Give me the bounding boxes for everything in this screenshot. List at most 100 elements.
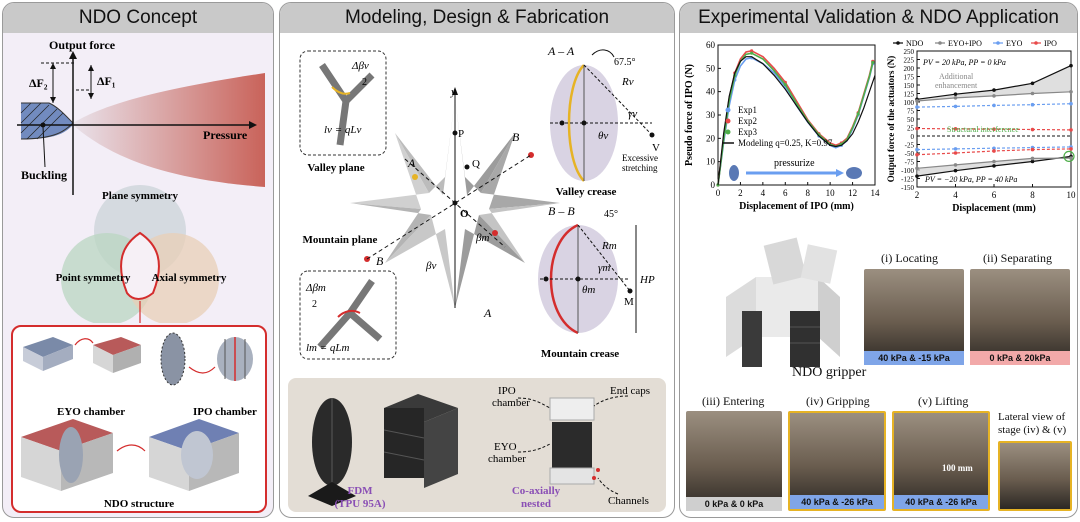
annot-positive: PV = 20 kPa, PP = 0 kPa <box>922 58 1006 67</box>
data-point <box>953 163 958 167</box>
legend-label: EYO <box>1006 39 1023 48</box>
y-tick-label: 50 <box>706 63 716 73</box>
mountain-crease-section <box>538 223 637 335</box>
pressure-label: Pressure <box>203 128 248 142</box>
x-tick-label: 2 <box>738 188 743 198</box>
pressurize-label: pressurize <box>774 158 815 169</box>
data-point <box>915 166 919 171</box>
legend-marker-dot <box>996 41 1000 45</box>
photo-lateral <box>998 441 1072 511</box>
legend-label: Exp3 <box>738 127 757 137</box>
data-point <box>992 159 996 164</box>
q-label: Q <box>472 158 480 170</box>
hundred-mm-label: 100 mm <box>942 463 973 473</box>
y-tick-label: 100 <box>904 99 915 107</box>
eyo-chamber-l1: EYO <box>494 441 517 453</box>
y-tick-label: -150 <box>901 184 914 192</box>
data-point <box>856 112 860 116</box>
modeling-diagram: Δβv 2 lv = qLv Valley plane Δβm 2 lm = q… <box>299 44 660 360</box>
x-tick-label: 6 <box>992 190 997 200</box>
y-tick-label: 10 <box>706 157 716 167</box>
coax-l1: Co-axially <box>512 485 561 497</box>
y-axis-label: Output force of the actuators (N) <box>886 56 896 183</box>
data-point <box>953 151 958 155</box>
legend-marker-dot <box>938 41 942 45</box>
x-tick-label: 6 <box>783 188 788 198</box>
panel-modeling: Modeling, Design & Fabrication Δβv 2 lv … <box>279 2 675 518</box>
photo-separating: 0 kPa & 20kPa <box>970 269 1070 365</box>
structure-box: EYO chamber IPO chamber NDO structure <box>11 325 267 513</box>
two-label-v: 2 <box>362 77 367 88</box>
panel-header: Experimental Validation & NDO Applicatio… <box>680 3 1077 33</box>
step-2-title: (ii) Separating <box>983 251 1052 265</box>
ipo-icon-end <box>846 167 862 179</box>
y-tick-label: -100 <box>901 167 914 175</box>
y-tick-label: 75 <box>907 108 915 116</box>
excess-l1: Excessive <box>622 153 658 163</box>
venn-point-label: Point symmetry <box>56 272 131 284</box>
data-point <box>953 96 958 100</box>
y-tick-label: 175 <box>904 74 915 82</box>
data-point <box>953 127 958 131</box>
data-point <box>1030 147 1035 152</box>
angle-675: 67.5° <box>614 57 636 68</box>
angle-45: 45° <box>604 209 618 220</box>
data-point <box>915 99 919 103</box>
b-label-right: B <box>512 130 520 144</box>
excess-l2: stretching <box>622 163 658 173</box>
origami-star <box>350 87 560 308</box>
y-tick-label: 50 <box>907 116 915 124</box>
data-point <box>1069 156 1073 160</box>
rm-label: Rm <box>601 240 617 252</box>
ipo-chamber-l2: chamber <box>492 397 530 409</box>
step-5-title: (v) Lifting <box>918 394 969 408</box>
ipo-chamber-label: IPO chamber <box>193 406 257 418</box>
x-tick-label: 4 <box>953 190 958 200</box>
y-tick-label: 25 <box>907 125 915 133</box>
tpu-label: (TPU 95A) <box>334 498 385 510</box>
y-tick-label: -50 <box>905 150 915 158</box>
y-tick-label: 125 <box>904 91 915 99</box>
two-label-m: 2 <box>312 299 317 310</box>
data-point <box>953 92 958 96</box>
hp-label: HP <box>639 274 655 286</box>
annot-enhancement: enhancement <box>935 81 978 90</box>
photo-caption: 40 kPa & -26 kPa <box>790 495 884 509</box>
theta-m-label: θm <box>582 284 595 296</box>
lateral-l1: Lateral view of <box>998 411 1066 423</box>
panel-title: Modeling, Design & Fabrication <box>344 7 610 28</box>
legend-marker <box>725 107 731 113</box>
x-tick-label: 2 <box>915 190 920 200</box>
output-force-label: Output force <box>49 38 116 52</box>
x-tick-label: 14 <box>871 188 881 198</box>
legend-label: Exp1 <box>738 105 757 115</box>
fabrication-box: FDM (TPU 95A) IPO chamber End caps EYO c… <box>288 378 666 512</box>
data-point <box>992 164 996 168</box>
beta-v-label: βv <box>425 260 436 272</box>
legend-marker-dot <box>1034 41 1038 45</box>
y-tick-label: 0 <box>711 180 716 190</box>
end-caps-label: End caps <box>610 385 650 397</box>
delta-f2-label: ΔF₂ <box>29 76 48 90</box>
panel-ndo-concept: NDO Concept Output force ΔF₂ ΔF₁ Pressur… <box>2 2 274 518</box>
y-tick-label: 0 <box>911 133 915 141</box>
section-bb: B – B <box>548 204 575 218</box>
lv-label: lv = qLv <box>324 124 361 136</box>
data-point <box>750 49 754 53</box>
eyo-chamber-l2: chamber <box>488 453 526 465</box>
step-4-title: (iv) Gripping <box>806 394 870 408</box>
data-point <box>1030 156 1035 161</box>
panel-experimental: Experimental Validation & NDO Applicatio… <box>679 2 1078 518</box>
p-label: P <box>458 128 464 140</box>
data-point <box>1069 147 1073 151</box>
y-tick-label: 200 <box>904 65 915 73</box>
photo-gripping: 40 kPa & -26 kPa <box>788 411 886 511</box>
venn-center <box>120 231 160 300</box>
data-point <box>1030 91 1035 96</box>
ipo-icon-start <box>729 165 739 181</box>
data-point <box>915 105 919 109</box>
valley-plane-l: Valley plane <box>307 162 364 174</box>
y-tick-label: 60 <box>706 40 716 50</box>
y-tick-label: 20 <box>706 133 716 143</box>
